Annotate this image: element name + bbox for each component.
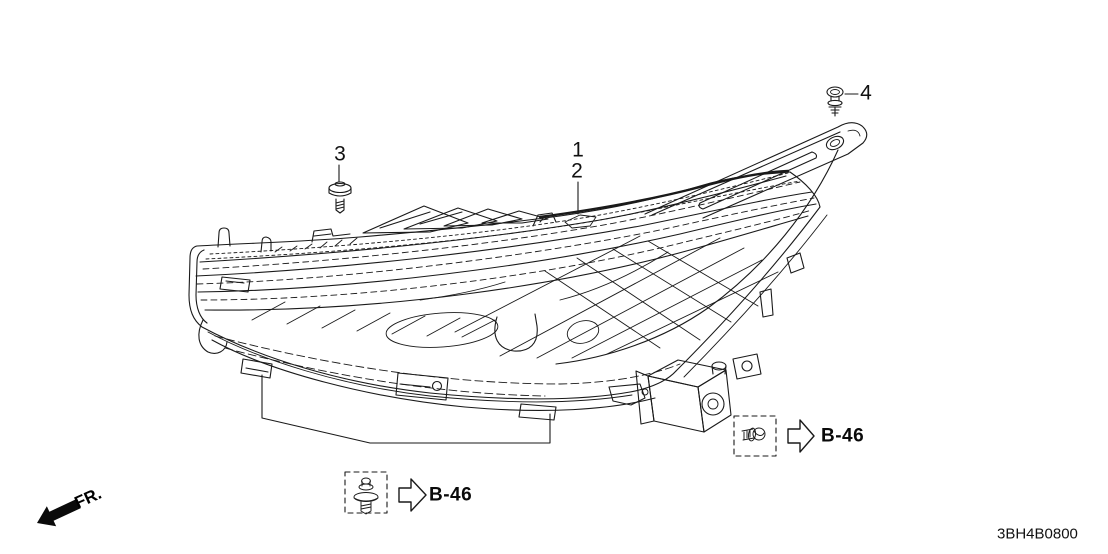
bolt-icon	[328, 181, 352, 214]
b46-link-right[interactable]: B-46	[821, 425, 865, 447]
b46-reference-bottom	[344, 471, 427, 515]
b46-arrow-icon	[398, 478, 427, 512]
leader-line-lower-bracket	[261, 374, 551, 444]
diagram-code: 3BH4B0800	[997, 525, 1078, 543]
callout-2-label[interactable]: 2	[571, 159, 583, 183]
b46-arrow-icon	[787, 419, 815, 453]
bolt-icon	[353, 477, 379, 515]
dashed-box	[733, 415, 777, 457]
callout-3-label[interactable]: 3	[334, 142, 346, 166]
clip-icon	[826, 86, 844, 117]
leveling-motor-drawing	[635, 353, 762, 433]
screw-icon	[741, 427, 766, 442]
callout-1-label[interactable]: 1	[572, 138, 584, 162]
b46-link-bottom[interactable]: B-46	[429, 484, 473, 506]
dashed-box	[344, 471, 388, 514]
b46-reference-right	[733, 415, 815, 457]
callout-4-label[interactable]: 4	[860, 81, 872, 105]
headlamp-assembly-drawing	[188, 122, 868, 433]
front-direction-arrow-icon	[37, 499, 81, 527]
